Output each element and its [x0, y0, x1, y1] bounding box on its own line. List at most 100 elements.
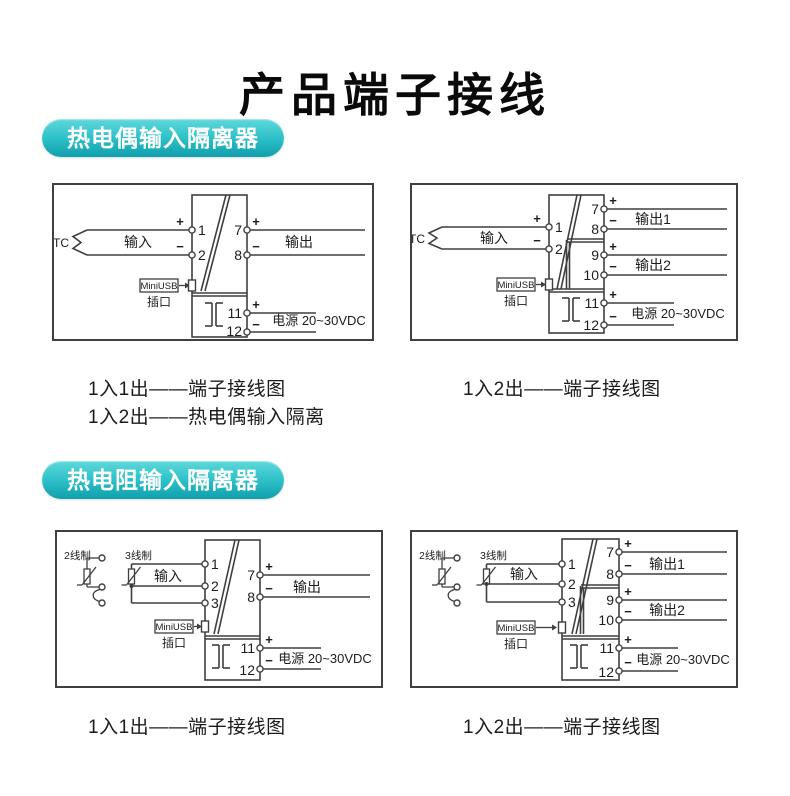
- section-header-thermocouple: 热电偶输入隔离器: [42, 119, 284, 157]
- wire2-label: 2线制: [419, 549, 446, 562]
- input-label: 输入: [480, 230, 508, 246]
- minus-sign: −: [252, 317, 260, 332]
- terminal-8-label: 8: [606, 566, 614, 582]
- usb-label: MiniUSB: [498, 280, 535, 291]
- usb-port: [544, 278, 554, 291]
- minus-sign: −: [265, 581, 273, 596]
- module-body: 1 2 3 7 8 9 10 11 12: [561, 538, 620, 681]
- wire3-label: 3线制: [480, 549, 507, 562]
- usb-port: [187, 279, 197, 292]
- usb-port-label: 插口: [147, 295, 171, 309]
- power-label: 电源 20~30VDC: [278, 651, 372, 666]
- power-wires: + − 电源 20~30VDC: [260, 632, 372, 670]
- sensor-tc-label: TC: [412, 232, 425, 246]
- transformer-icon: [212, 644, 230, 669]
- section-header-rtd: 热电阻输入隔离器: [42, 461, 284, 499]
- minus-sign: −: [533, 233, 541, 248]
- output2-wires: + − 输出2: [619, 584, 727, 621]
- rtd-3wire-symbol: 3线制 输入: [121, 549, 205, 604]
- terminal-11-label: 11: [599, 640, 614, 656]
- usb-port-label: 插口: [162, 636, 186, 650]
- output-wires: + − 输出: [247, 214, 365, 256]
- plus-sign: +: [265, 632, 273, 647]
- usb-port-label: 插口: [504, 294, 528, 308]
- terminal-8-label: 8: [247, 589, 255, 605]
- input-arrow: TC 输入 + −: [54, 214, 192, 256]
- caption-tc-right-1: 1入2出——端子接线图: [463, 379, 661, 400]
- terminal-11-label: 11: [227, 305, 242, 321]
- wiring-diagram-tc-1in2out: TC 输入 + − 1 2 7 8 9 10 11 12 MiniUSB 插口: [412, 193, 727, 334]
- terminal-11-label: 11: [240, 640, 255, 656]
- terminal-9-label: 9: [606, 592, 614, 608]
- wire2-label: 2线制: [64, 549, 91, 562]
- module-body: 1 2 3 7 8 11 12: [204, 539, 261, 681]
- output1-wires: + − 输出1: [604, 193, 727, 230]
- plus-sign: +: [265, 559, 273, 574]
- terminal-1-label: 1: [198, 222, 206, 238]
- wiring-diagram-rtd-1in2out: 2线制 3线制 输入 1 2 3 7: [419, 536, 730, 681]
- transformer-icon: [562, 297, 580, 322]
- output-label: 输出: [285, 234, 313, 250]
- terminal-circles: [545, 205, 608, 329]
- output-label: 输出: [293, 579, 321, 595]
- usb-port: [200, 620, 210, 633]
- module-body: 1 2 7 8 9 10 11 12: [548, 194, 605, 334]
- wiring-diagram-tc-1in1out: TC 输入 + − 1 2 7 8 11 12 MiniUSB 插口 + −: [54, 194, 366, 339]
- terminal-8-label: 8: [591, 221, 599, 237]
- power-label: 电源 20~30VDC: [636, 652, 730, 667]
- terminal-9-label: 9: [591, 247, 599, 263]
- minus-sign: −: [176, 239, 184, 254]
- power-label: 电源 20~30VDC: [631, 306, 725, 321]
- terminal-11-label: 11: [584, 295, 599, 311]
- terminal-7-label: 7: [247, 567, 255, 583]
- terminal-1-label: 1: [211, 556, 219, 572]
- plus-sign: +: [609, 193, 617, 208]
- input-label: 输入: [154, 568, 182, 584]
- usb-callout: MiniUSB 插口: [139, 278, 197, 309]
- terminal-circles: [188, 226, 251, 336]
- terminal-1-label: 1: [568, 556, 576, 572]
- diagram-rtd-1in2out: 2线制 3线制 输入 1 2 3 7: [410, 530, 738, 688]
- usb-label: MiniUSB: [156, 622, 193, 633]
- usb-label: MiniUSB: [498, 623, 535, 634]
- plus-sign: +: [176, 214, 184, 229]
- rtd-3wire-symbol: 3线制 输入: [476, 549, 562, 603]
- plus-sign: +: [609, 239, 617, 254]
- minus-sign: −: [609, 309, 617, 324]
- usb-port: [557, 621, 567, 634]
- caption-tc-left-1: 1入1出——端子接线图: [88, 379, 286, 400]
- usb-callout: MiniUSB 插口: [496, 277, 554, 308]
- caption-tc-left-2: 1入2出——热电偶输入隔离: [88, 407, 325, 428]
- terminal-10-label: 10: [583, 267, 599, 283]
- output2-label: 输出2: [635, 257, 671, 273]
- terminal-1-label: 1: [555, 219, 563, 235]
- page-title: 产品端子接线: [239, 68, 551, 121]
- plus-sign: +: [533, 211, 541, 226]
- output1-label: 输出1: [649, 556, 685, 572]
- minus-sign: −: [609, 259, 617, 274]
- rtd-2wire-symbol: 2线制: [419, 549, 461, 607]
- plus-sign: +: [252, 214, 260, 229]
- power-wires: + − 电源 20~30VDC: [604, 287, 725, 326]
- plus-sign: +: [624, 536, 632, 551]
- jumper-wire: [92, 588, 100, 603]
- terminal-12-label: 12: [598, 664, 614, 680]
- terminal-circles: [201, 560, 264, 673]
- output1-label: 输出1: [635, 211, 671, 227]
- terminal-7-label: 7: [606, 544, 614, 560]
- transformer-icon: [570, 644, 588, 669]
- minus-sign: −: [609, 213, 617, 228]
- terminal-7-label: 7: [591, 201, 599, 217]
- rtd-2wire-symbol: 2线制: [64, 549, 106, 607]
- usb-callout: MiniUSB 插口: [496, 620, 567, 651]
- terminal-2-label: 2: [198, 247, 206, 263]
- diagram-rtd-1in1out: 2线制 3线制 输入 1 2 3 7 8 11 12: [55, 530, 383, 688]
- terminal-2-label: 2: [568, 576, 576, 592]
- caption-rtd-right-1: 1入2出——端子接线图: [463, 717, 661, 738]
- output-wires: + − 输出: [260, 559, 370, 598]
- plus-sign: +: [624, 632, 632, 647]
- terminal-12-label: 12: [583, 317, 599, 333]
- usb-port-label: 插口: [504, 637, 528, 651]
- diagram-tc-1in2out: TC 输入 + − 1 2 7 8 9 10 11 12 MiniUSB 插口: [410, 183, 738, 341]
- plus-sign: +: [624, 584, 632, 599]
